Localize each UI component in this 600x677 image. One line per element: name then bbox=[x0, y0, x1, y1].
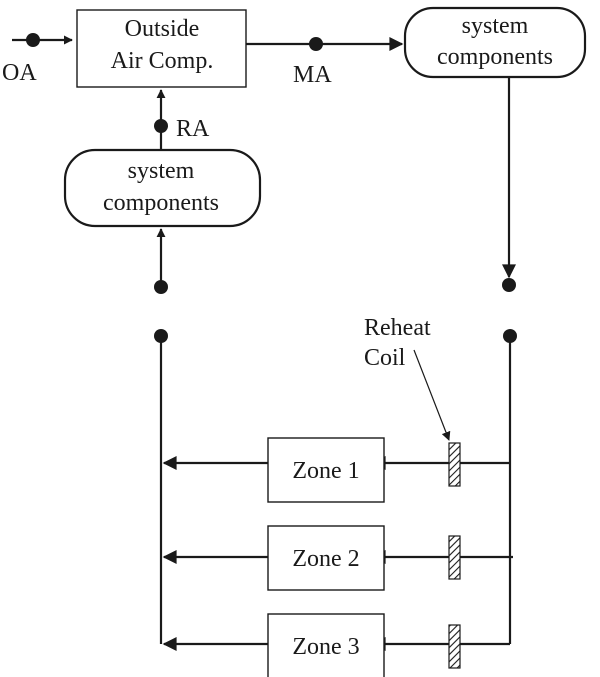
sys-left-line2: components bbox=[103, 190, 219, 216]
oa-state-point bbox=[26, 33, 40, 47]
return-break-upper-point bbox=[154, 280, 168, 294]
oac-line1: Outside bbox=[125, 16, 200, 42]
sys-top-right-line2: components bbox=[437, 44, 553, 70]
zone3-box bbox=[267, 613, 385, 677]
sys-top-right-line1: system bbox=[462, 13, 529, 39]
return-break-lower-point bbox=[154, 329, 168, 343]
system-components-left bbox=[63, 148, 262, 228]
reheat-coil-3 bbox=[448, 624, 461, 669]
reheat-coil-2 bbox=[448, 535, 461, 580]
reheat-label-line2: Coil bbox=[364, 345, 406, 371]
zone1-box bbox=[267, 437, 385, 503]
zone3-label: Zone 3 bbox=[292, 634, 359, 660]
supply-break-lower-point bbox=[503, 329, 517, 343]
outside-air-comp-box bbox=[76, 9, 247, 88]
ra-state-point bbox=[154, 119, 168, 133]
zone2-box bbox=[267, 525, 385, 591]
zone1-label: Zone 1 bbox=[292, 458, 359, 484]
oac-line2: Air Comp. bbox=[111, 48, 214, 74]
reheat-leader-line bbox=[413, 349, 451, 441]
reheat-label-line1: Reheat bbox=[364, 315, 431, 341]
oa-label: OA bbox=[2, 60, 37, 86]
zone2-label: Zone 2 bbox=[292, 546, 359, 572]
supply-break-upper-point bbox=[502, 278, 516, 292]
ma-label: MA bbox=[293, 62, 332, 88]
sys-left-line1: system bbox=[128, 158, 195, 184]
system-components-top-right bbox=[403, 6, 587, 79]
ma-state-point bbox=[309, 37, 323, 51]
ra-label: RA bbox=[176, 116, 210, 142]
reheat-coil-1 bbox=[448, 442, 461, 487]
